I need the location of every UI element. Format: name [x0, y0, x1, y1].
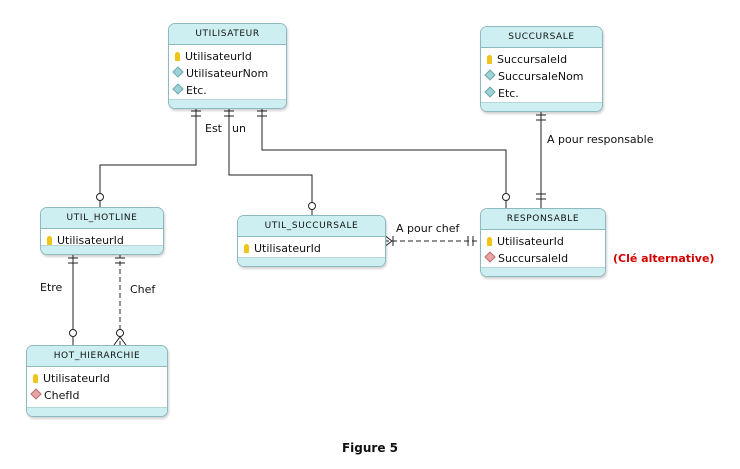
entity-footer [238, 257, 385, 266]
entity-utilisateur[interactable]: UTILISATEUR UtilisateurId UtilisateurNom… [168, 23, 287, 109]
primary-key-icon [175, 52, 180, 61]
attribute-name: UtilisateurId [57, 234, 124, 247]
attribute-name: Etc. [186, 84, 207, 97]
alternative-key-note: (Clé alternative) [613, 252, 715, 265]
attribute-name: SuccursaleNom [498, 70, 584, 83]
primary-key-icon [244, 244, 249, 253]
figure-caption: Figure 5 [341, 441, 399, 455]
entity-hot-hierarchie[interactable]: HOT_HIERARCHIE UtilisateurId ChefId [26, 345, 168, 417]
attribute-name: Etc. [498, 87, 519, 100]
attribute-row: SuccursaleId [486, 51, 598, 68]
attribute-icon [484, 86, 496, 98]
entity-footer [169, 99, 286, 108]
entity-footer [481, 267, 605, 276]
primary-key-icon [487, 55, 492, 64]
attribute-name: UtilisateurId [497, 235, 564, 248]
relationship-label-a-pour-chef: A pour chef [396, 222, 460, 235]
entity-title: UTIL_SUCCURSALE [238, 216, 385, 237]
attribute-name: ChefId [44, 389, 80, 402]
attribute-row: Etc. [484, 85, 598, 102]
entity-util-succursale[interactable]: UTIL_SUCCURSALE UtilisateurId [237, 215, 386, 267]
relationship-label-chef: Chef [130, 283, 156, 296]
foreign-key-icon [30, 388, 42, 400]
entity-title: HOT_HIERARCHIE [27, 346, 167, 367]
attribute-row: UtilisateurId [243, 240, 381, 257]
attribute-name: SuccursaleId [497, 53, 568, 66]
entity-util-hotline[interactable]: UTIL_HOTLINE UtilisateurId [40, 207, 164, 255]
entity-succursale[interactable]: SUCCURSALE SuccursaleId SuccursaleNom Et… [480, 26, 603, 112]
relationship-label-etre: Etre [40, 281, 63, 294]
entity-title: UTILISATEUR [169, 24, 286, 45]
attribute-row: Etc. [172, 82, 282, 99]
attribute-row: SuccursaleId [484, 250, 601, 267]
attribute-name: UtilisateurId [254, 242, 321, 255]
entity-footer [481, 102, 602, 111]
attribute-name: SuccursaleId [498, 252, 569, 265]
entity-responsable[interactable]: RESPONSABLE UtilisateurId SuccursaleId [480, 208, 606, 277]
relationship-label-un: un [232, 122, 246, 135]
entity-title: SUCCURSALE [481, 27, 602, 48]
entity-footer [41, 245, 163, 254]
connector-utilisateur-util-hotline [99, 107, 197, 207]
attribute-row: ChefId [30, 387, 163, 404]
relationship-label-est: Est [205, 122, 222, 135]
entity-title: UTIL_HOTLINE [41, 208, 163, 229]
attribute-name: UtilisateurId [43, 372, 110, 385]
connector-utilisateur-util-succursale [228, 107, 313, 215]
primary-key-icon [487, 237, 492, 246]
attribute-row: SuccursaleNom [484, 68, 598, 85]
attribute-row: UtilisateurId [32, 370, 163, 387]
attribute-icon [484, 69, 496, 81]
attribute-icon [172, 83, 184, 95]
attribute-name: UtilisateurId [185, 50, 252, 63]
primary-key-icon [33, 374, 38, 383]
primary-key-icon [47, 236, 52, 245]
attribute-row: UtilisateurNom [172, 65, 282, 82]
attribute-row: UtilisateurId [174, 48, 282, 65]
entity-title: RESPONSABLE [481, 209, 605, 230]
foreign-key-icon [484, 251, 496, 263]
attribute-row: UtilisateurId [486, 233, 601, 250]
attribute-name: UtilisateurNom [186, 67, 269, 80]
connector-utilisateur-responsable [261, 107, 507, 208]
attribute-icon [172, 66, 184, 78]
relationship-label-a-pour-responsable: A pour responsable [547, 133, 654, 146]
attribute-row: UtilisateurId [46, 232, 159, 249]
entity-footer [27, 407, 167, 416]
